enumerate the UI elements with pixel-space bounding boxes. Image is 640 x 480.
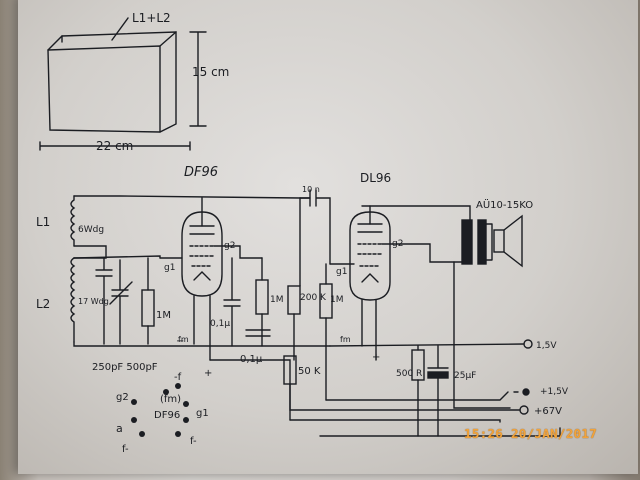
top-rail-wire [73, 195, 311, 199]
dl96-title: DL96 [360, 171, 391, 185]
dl96-grid-res-label: 1M [330, 295, 344, 305]
supply-plus15-label: +1,5V [540, 387, 569, 397]
cap-25uf [427, 345, 449, 437]
bottom-rail-left [73, 341, 331, 347]
output-transformer [461, 219, 493, 265]
l1-l2-junction-wire [73, 245, 107, 259]
df96-tube [181, 197, 223, 297]
pin-a: a [116, 422, 123, 435]
speaker-icon [493, 214, 523, 268]
pin-g1: g1 [196, 408, 209, 419]
coil-l2 [70, 257, 76, 343]
pot-200k-label: 200 K [300, 293, 327, 303]
battery-switch [325, 391, 519, 401]
coil-l1 [70, 195, 76, 247]
screen-resistor [255, 279, 269, 315]
coil-box-label: L1+L2 [132, 11, 171, 25]
df96-minus: − [176, 336, 184, 347]
plate-pot-200k [287, 285, 301, 315]
timestamp: 15:26 20/JAN/2017 [464, 426, 598, 441]
df96-pinout [131, 383, 189, 437]
cap-01-top-label: 0,1µ [210, 319, 230, 329]
coil-box-sketch [39, 17, 207, 151]
pin-f-left: f- [122, 444, 129, 455]
pin-f-minus: f- [190, 436, 197, 447]
l2-label: L2 [36, 297, 50, 311]
df96-title: DF96 [184, 165, 218, 180]
screen-resistor-label: 1M [270, 295, 284, 305]
df96-fm-label: fm [178, 335, 189, 344]
pin-fm: (fm) [160, 394, 181, 405]
dl96-fm-label: fm [340, 335, 351, 344]
res-500-label: 500 R [396, 369, 422, 379]
width-label: 22 cm [96, 139, 133, 153]
l1-label: L1 [36, 215, 50, 229]
coupling-cap-label: 10 n [302, 185, 320, 194]
supply-67-label: +67V [534, 406, 562, 417]
cap-25-label: 25µF [454, 371, 476, 381]
df96-plus: + [204, 368, 212, 379]
res-50k-label: 50 K [298, 366, 321, 377]
speaker-label: AÜ10-15KO [476, 198, 533, 211]
dl96-g2-label: g2 [392, 239, 403, 249]
dl96-plus: + [372, 352, 380, 363]
pin-tube-name: DF96 [154, 410, 180, 421]
dl96-g1-label: g1 [336, 267, 347, 277]
grid-resistor [141, 289, 155, 327]
pin-g2: g2 [116, 392, 129, 403]
dl96-tube [349, 205, 391, 301]
tuning-caps-label: 250pF 500pF [92, 362, 158, 373]
df96-g1-label: g1 [164, 263, 175, 273]
supply-15-label: 1,5V [536, 341, 557, 351]
paper-sheet [18, 0, 638, 474]
pin-f-top: -f [174, 372, 182, 383]
filament-rail [329, 343, 525, 347]
l1-turns: 6Wdg [78, 225, 104, 235]
l2-turns: 17 Wdg [78, 297, 109, 306]
height-label: 15 cm [192, 65, 229, 79]
grid-resistor-label: 1M [156, 310, 171, 321]
